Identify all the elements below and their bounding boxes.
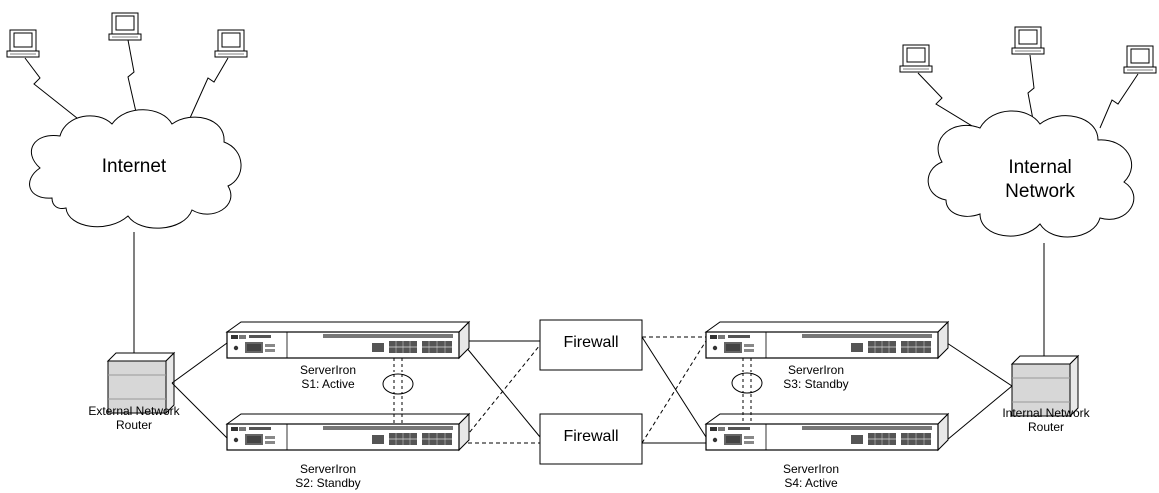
router-label-external-line2: Router xyxy=(115,418,153,432)
computer-terminal-icon xyxy=(1123,45,1157,74)
link-aggregation-icon xyxy=(731,372,763,394)
cloud-label-internal-line1: Internal xyxy=(1008,157,1072,178)
switch-chassis-icon xyxy=(226,321,470,359)
link-aggregation-icon xyxy=(382,373,414,395)
switch-chassis-icon xyxy=(705,321,949,359)
computer-terminal-icon xyxy=(1011,26,1045,55)
cloud-label-internet: Internet xyxy=(101,156,167,177)
computer-terminal-icon xyxy=(6,29,40,58)
terminal-link xyxy=(189,57,229,119)
switch-s4-role: S4: Active xyxy=(784,476,838,490)
switch-s3-name: ServerIron xyxy=(787,363,845,377)
switch-firewall-link xyxy=(460,344,541,444)
switch-chassis-icon xyxy=(705,413,949,451)
switch-s1-role: S1: Active xyxy=(301,377,355,391)
cloud-icon xyxy=(927,110,1135,238)
switch-firewall-link xyxy=(641,340,707,444)
router-switch-link xyxy=(946,342,1013,387)
terminal-link xyxy=(1027,54,1035,126)
router-label-external-line1: External Network xyxy=(88,404,180,418)
router-switch-link xyxy=(946,385,1013,441)
switch-s1-name: ServerIron xyxy=(299,363,357,377)
computer-terminal-icon xyxy=(899,44,933,73)
router-switch-link xyxy=(171,342,228,384)
cloud-label-internal-line2: Network xyxy=(1005,181,1075,202)
switch-s2-role: S2: Standby xyxy=(295,476,361,490)
terminal-link xyxy=(24,57,83,123)
terminal-link xyxy=(1099,73,1139,129)
firewall-box-icon xyxy=(539,413,643,465)
switch-firewall-link xyxy=(641,336,707,438)
switch-s3-role: S3: Standby xyxy=(783,377,849,391)
cloud-icon xyxy=(29,109,242,229)
computer-terminal-icon xyxy=(214,29,248,58)
switch-firewall-link xyxy=(460,340,541,438)
computer-terminal-icon xyxy=(108,12,142,41)
switch-chassis-icon xyxy=(226,413,470,451)
switch-s4-name: ServerIron xyxy=(782,462,840,476)
router-switch-link xyxy=(171,382,228,439)
terminal-link xyxy=(127,39,137,113)
router-label-internal-line2: Router xyxy=(1027,420,1065,434)
firewall-label-top: Firewall xyxy=(563,334,619,351)
terminal-link xyxy=(917,72,983,133)
router-label-internal-line1: Internal Network xyxy=(1002,406,1090,420)
switch-s2-name: ServerIron xyxy=(299,462,357,476)
firewall-label-bottom: Firewall xyxy=(563,428,619,445)
firewall-box-icon xyxy=(539,319,643,371)
